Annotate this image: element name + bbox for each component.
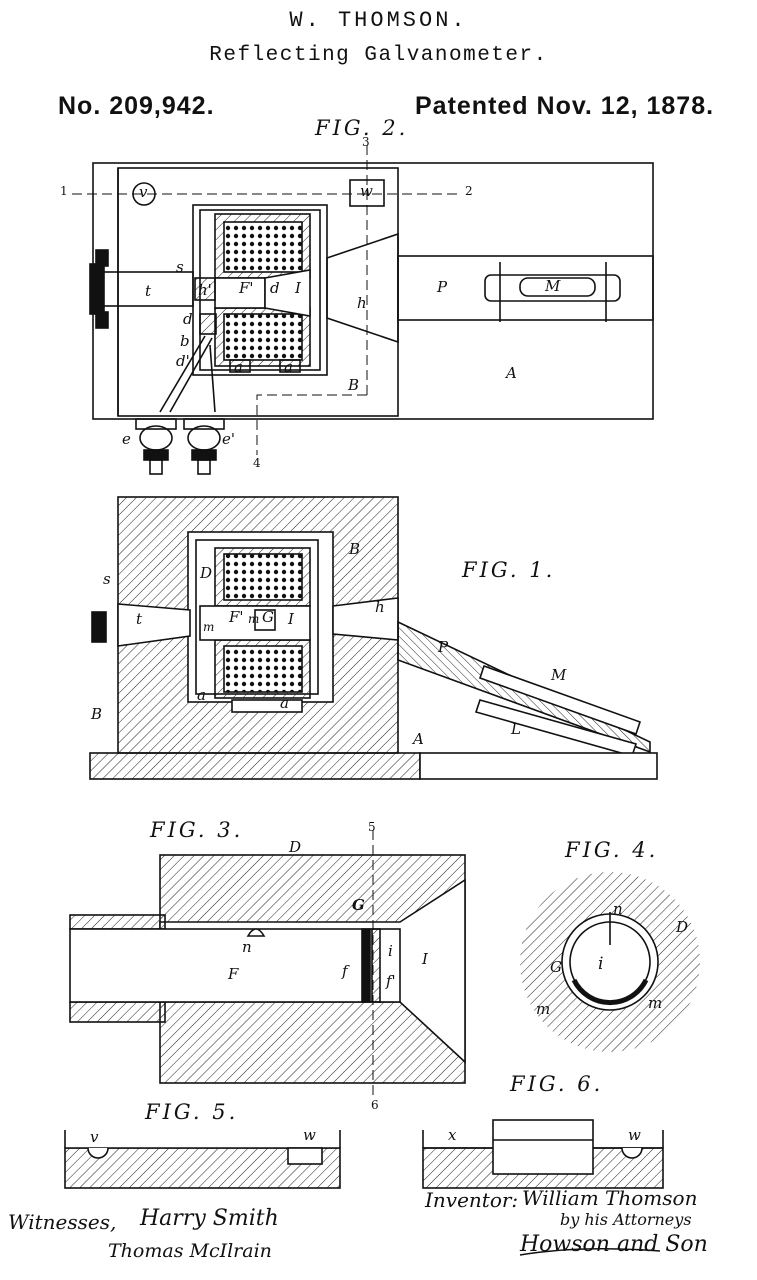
figure-2-title: FIG. 2. — [315, 116, 409, 140]
label-w-fig6: w — [628, 1126, 641, 1144]
label-m-fig1: m — [203, 620, 215, 634]
label-M-fig1: M — [551, 666, 567, 684]
figure-4-drawing — [520, 872, 700, 1052]
label-m-inner-fig1: m — [248, 612, 260, 626]
section-label-6: 6 — [371, 1098, 379, 1112]
section-label-5: 5 — [368, 820, 376, 834]
label-t-fig1: t — [136, 610, 143, 628]
label-w-fig2: w — [360, 182, 373, 200]
witnesses-label: Witnesses, — [8, 1210, 117, 1234]
label-P-fig1: P — [438, 638, 449, 656]
label-x-fig6: x — [448, 1126, 457, 1144]
witness-2-signature: Thomas McIlrain — [108, 1240, 272, 1262]
inventor-signature: William Thomson — [522, 1186, 698, 1210]
label-i-fig3: i — [388, 942, 393, 960]
label-m2-fig4: m — [648, 994, 663, 1012]
label-d-inner: d — [270, 279, 280, 297]
label-i-fig4: i — [598, 954, 604, 974]
label-a2-fig2: a — [284, 358, 293, 376]
label-h-prime: h' — [198, 281, 212, 299]
label-w-fig5: w — [303, 1126, 316, 1144]
label-t-fig2: t — [145, 282, 152, 300]
patent-number: No. 209,942. — [58, 92, 215, 120]
figure-6-drawing — [422, 1119, 664, 1189]
signature-flourish — [519, 1248, 661, 1256]
figure-5-drawing — [64, 1130, 341, 1189]
label-I-fig3: I — [422, 950, 428, 968]
label-n-fig4: n — [613, 900, 623, 918]
label-f-prime-fig3: f' — [386, 972, 396, 990]
label-P-fig2: P — [437, 278, 448, 296]
label-M-fig2: M — [545, 277, 561, 295]
label-e-fig2: e — [122, 430, 131, 448]
label-F-fig3: F — [228, 965, 239, 983]
label-v-fig2: v — [139, 183, 148, 201]
label-h-fig1: h — [375, 598, 385, 616]
section-label-4: 4 — [253, 456, 261, 470]
label-I-fig2: I — [295, 279, 301, 297]
label-F-prime-fig1: F' — [229, 608, 244, 626]
figure-6-title: FIG. 6. — [510, 1072, 604, 1096]
label-B-fig2: B — [348, 376, 360, 394]
label-a2-fig1: a — [280, 694, 289, 712]
label-f-fig3: f — [342, 962, 348, 980]
inventor-label: Inventor: — [425, 1188, 519, 1212]
figure-1-drawing — [89, 496, 658, 780]
section-label-2: 2 — [465, 184, 473, 198]
label-s-fig1: s — [103, 570, 111, 588]
label-I-fig1: I — [288, 610, 294, 628]
by-attorneys-text: by his Attorneys — [560, 1210, 692, 1229]
label-b-fig2: b — [180, 332, 190, 350]
figure-1-title: FIG. 1. — [462, 558, 556, 582]
label-G-fig3: G — [352, 896, 365, 914]
patent-title: Reflecting Galvanometer. — [209, 44, 548, 67]
label-D-fig3: D — [289, 838, 302, 856]
label-e-prime-fig2: e' — [222, 430, 236, 448]
label-B-fig1-top: B — [349, 540, 361, 558]
label-D-fig1: D — [200, 564, 213, 582]
label-v-fig5: v — [90, 1128, 99, 1146]
label-d-fig2: d — [183, 310, 193, 328]
section-label-3: 3 — [362, 135, 370, 149]
label-h-fig2: h — [357, 294, 367, 312]
attorneys-signature: Howson and Son — [520, 1232, 708, 1257]
label-G-fig1: G — [262, 608, 274, 626]
figure-4-title: FIG. 4. — [565, 838, 659, 862]
label-n-fig3: n — [242, 938, 252, 956]
label-A-fig2: A — [506, 364, 517, 382]
figure-5-title: FIG. 5. — [145, 1100, 239, 1124]
label-G-fig4: G — [550, 958, 562, 976]
label-F-prime-fig2: F' — [239, 279, 254, 297]
figure-3-drawing — [69, 830, 466, 1100]
label-A-fig1: A — [413, 730, 424, 748]
label-m1-fig4: m — [536, 1000, 551, 1018]
figure-3-title: FIG. 3. — [150, 818, 244, 842]
section-label-1: 1 — [60, 184, 68, 198]
label-a1-fig2: a — [234, 358, 243, 376]
inventor-name: W. THOMSON. — [289, 8, 468, 33]
label-B-fig1-left: B — [91, 705, 103, 723]
figure-2-drawing — [72, 145, 654, 475]
label-D-fig4: D — [676, 918, 689, 936]
patented-date: Patented Nov. 12, 1878. — [415, 92, 715, 120]
label-a1-fig1: a — [197, 686, 206, 704]
witness-1-signature: Harry Smith — [140, 1206, 279, 1231]
label-d-prime-fig2: d' — [176, 352, 190, 370]
label-s-fig2: s — [176, 258, 184, 276]
label-L-fig1: L — [511, 720, 521, 738]
